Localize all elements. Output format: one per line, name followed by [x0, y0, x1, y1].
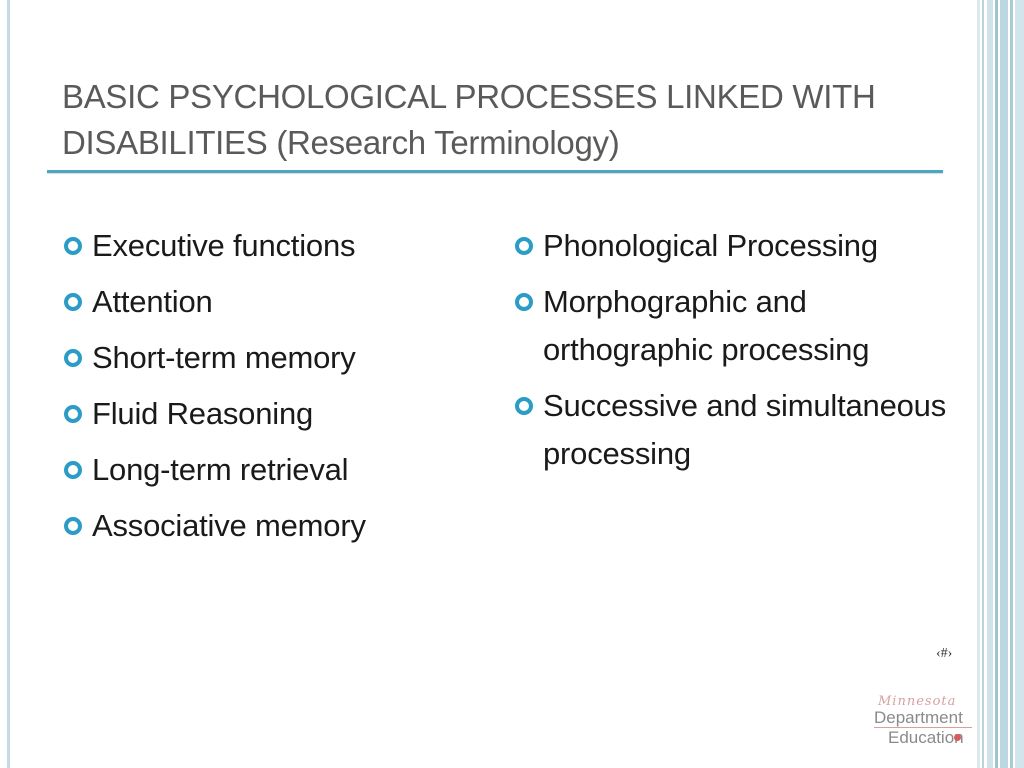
left-border-line	[7, 0, 10, 768]
list-item: Successive and simultaneous processing	[515, 382, 955, 478]
bullet-icon	[64, 349, 82, 367]
list-item-text: Attention	[92, 284, 213, 319]
list-item: Short-term memory	[64, 334, 464, 382]
bullet-icon	[64, 405, 82, 423]
bullet-icon	[64, 293, 82, 311]
logo-education-text: Education	[888, 728, 964, 747]
bullet-icon	[515, 293, 533, 311]
slide-title: BASIC PSYCHOLOGICAL PROCESSES LINKED WIT…	[62, 78, 876, 161]
list-item: Associative memory	[64, 502, 464, 550]
bullet-icon	[515, 397, 533, 415]
list-item: Long-term retrieval	[64, 446, 464, 494]
department-of-education-logo: Minnesota Department Education	[866, 694, 976, 752]
logo-divider	[874, 727, 972, 728]
list-item: Phonological Processing	[515, 222, 955, 270]
list-item-text: Long-term retrieval	[92, 452, 349, 487]
list-item-text: Phonological Processing	[543, 228, 878, 263]
list-item-text: Fluid Reasoning	[92, 396, 314, 431]
list-item-text: Associative memory	[92, 508, 366, 543]
list-item: Morphographic and orthographic processin…	[515, 278, 955, 374]
bullet-icon	[64, 461, 82, 479]
right-decorative-stripes	[977, 0, 1024, 768]
bullet-icon	[515, 237, 533, 255]
logo-apple-icon	[954, 734, 961, 741]
title-underline	[47, 170, 943, 173]
list-item: Fluid Reasoning	[64, 390, 464, 438]
list-item: Executive functions	[64, 222, 464, 270]
logo-department-text: Department	[874, 708, 963, 727]
right-bullet-list: Phonological Processing Morphographic an…	[515, 222, 955, 486]
list-item-text: Morphographic and orthographic processin…	[543, 284, 870, 367]
bullet-icon	[64, 237, 82, 255]
bullet-icon	[64, 517, 82, 535]
list-item-text: Short-term memory	[92, 340, 356, 375]
slide-number: ‹#›	[936, 646, 953, 661]
list-item: Attention	[64, 278, 464, 326]
list-item-text: Executive functions	[92, 228, 356, 263]
left-bullet-list: Executive functions Attention Short-term…	[64, 222, 464, 558]
logo-script-text: Minnesota	[878, 694, 957, 709]
list-item-text: Successive and simultaneous processing	[543, 388, 946, 471]
